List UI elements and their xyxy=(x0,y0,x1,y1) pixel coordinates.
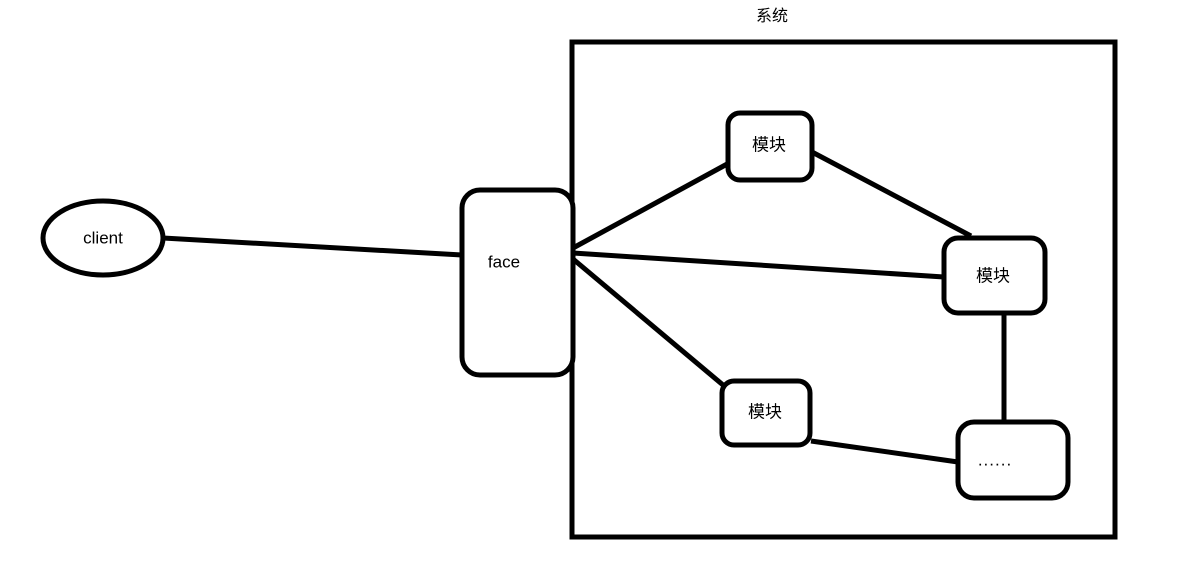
edge-face-to-module-top xyxy=(571,160,731,251)
edge-face-to-module-right xyxy=(572,250,945,280)
module-more-label: ...... xyxy=(978,450,1012,469)
client-label: client xyxy=(83,228,123,247)
module-bottom-box[interactable] xyxy=(719,378,813,448)
node-module-more[interactable]: ...... xyxy=(955,419,1071,501)
system-boundary-label: 系统 xyxy=(756,7,788,25)
module-top-box[interactable] xyxy=(725,110,815,183)
node-face[interactable]: face xyxy=(459,187,576,378)
face-box[interactable] xyxy=(459,187,576,378)
module-more-box[interactable] xyxy=(955,419,1071,501)
module-bottom-label: 模块 xyxy=(748,402,782,421)
node-module-bottom[interactable]: 模块 xyxy=(719,378,813,448)
face-label: face xyxy=(488,252,520,271)
edge-client-to-face xyxy=(162,235,463,258)
node-module-top[interactable]: 模块 xyxy=(725,110,815,183)
client-ellipse[interactable] xyxy=(40,198,166,278)
edge-face-to-module-bottom xyxy=(571,257,725,387)
node-module-right[interactable]: 模块 xyxy=(941,235,1048,316)
module-right-label: 模块 xyxy=(976,266,1010,285)
module-top-label: 模块 xyxy=(752,135,786,154)
module-right-box[interactable] xyxy=(941,235,1048,316)
edge-module-top-to-module-right xyxy=(810,149,973,239)
edge-module-bottom-to-module-more xyxy=(810,438,959,465)
node-client[interactable]: client xyxy=(40,198,166,278)
